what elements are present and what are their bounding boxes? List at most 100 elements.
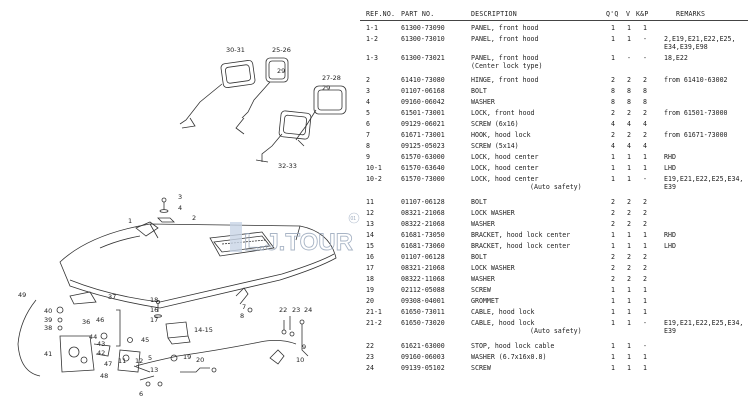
cell-v-qty: 2 — [627, 253, 631, 261]
cell-kp-qty: 1 — [643, 353, 647, 361]
cell-ref-no: 16 — [366, 253, 374, 261]
cell-part-no: 01107-06128 — [401, 198, 445, 206]
cell-description: PANEL, front hood — [471, 24, 539, 32]
cell-qty: 1 — [611, 308, 615, 316]
cell-remarks-cont: E39 — [664, 327, 676, 335]
cell-kp-qty: 1 — [643, 308, 647, 316]
header-divider — [360, 20, 748, 21]
cell-v-qty: 8 — [627, 87, 631, 95]
cell-description: LOCK, hood center — [471, 153, 539, 161]
cell-v-qty: 2 — [627, 109, 631, 117]
cell-v-qty: 2 — [627, 131, 631, 139]
callout-16: 16 — [150, 306, 158, 314]
callout-18: 18 — [150, 296, 158, 304]
cell-remarks: from 61671-73000 — [664, 131, 728, 139]
cell-v-qty: 1 — [627, 286, 631, 294]
cell-qty: 1 — [611, 342, 615, 350]
callout-13: 13 — [150, 366, 158, 374]
cell-description: WASHER — [471, 275, 495, 283]
cell-part-no: 61570-73000 — [401, 175, 445, 183]
callout-12: 12 — [135, 357, 143, 365]
mirror-center — [235, 57, 289, 135]
cell-qty: 2 — [611, 253, 615, 261]
cell-ref-no: 22 — [366, 342, 374, 350]
cell-remarks: LHD — [664, 164, 676, 172]
cell-description: WASHER — [471, 98, 495, 106]
cell-kp-qty: 2 — [643, 109, 647, 117]
cell-kp-qty: 1 — [643, 24, 647, 32]
cell-ref-no: 21-2 — [366, 319, 382, 327]
hinge-fastener-stack — [135, 197, 175, 237]
cell-part-no: 61410-73080 — [401, 76, 445, 84]
callout-42: 42 — [97, 349, 105, 357]
cell-part-no: 09160-06003 — [401, 353, 445, 361]
cell-part-no: 61300-73090 — [401, 24, 445, 32]
hood-lock-bracket — [154, 299, 191, 345]
cell-remarks: from 61410-63002 — [664, 76, 728, 84]
cell-description: PANEL, front hood — [471, 35, 539, 43]
cell-v-qty: 1 — [627, 308, 631, 316]
cell-qty: 4 — [611, 120, 615, 128]
cell-qty: 1 — [611, 153, 615, 161]
cell-remarks: LHD — [664, 242, 676, 250]
cell-description: LOCK, hood center — [471, 164, 539, 172]
cell-part-no: 61621-63000 — [401, 342, 445, 350]
cell-part-no: 08322-21068 — [401, 220, 445, 228]
cell-kp-qty: 2 — [643, 131, 647, 139]
cell-kp-qty: 4 — [643, 142, 647, 150]
exploded-parts-diagram: 30-31 25-26 29 27-28 29 32-33 3 4 2 1 49… — [17, 46, 347, 398]
cell-ref-no: 20 — [366, 297, 374, 305]
cell-remarks: E19,E21,E22,E25,E34, — [664, 319, 744, 327]
hood-hook-parts — [170, 287, 309, 373]
cell-part-no: 08321-21068 — [401, 209, 445, 217]
callout-3: 3 — [178, 193, 182, 201]
cell-description: BOLT — [471, 198, 487, 206]
cell-description: SCREW — [471, 286, 491, 294]
parts-table: REF.NO. PART NO. DESCRIPTION Q'Q V K&P R… — [360, 0, 750, 411]
cell-part-no: 61501-73001 — [401, 109, 445, 117]
callout-39: 39 — [44, 316, 52, 324]
cell-part-no: 61570-63640 — [401, 164, 445, 172]
cell-v-qty: 1 — [627, 242, 631, 250]
cell-kp-qty: 8 — [643, 98, 647, 106]
cell-qty: 1 — [611, 24, 615, 32]
cell-v-qty: 4 — [627, 142, 631, 150]
callout-14-15: 14-15 — [194, 326, 213, 334]
callout-44: 44 — [89, 333, 97, 341]
callout-45: 45 — [141, 336, 149, 344]
callout-7: 7 — [242, 303, 246, 311]
cell-ref-no: 7 — [366, 131, 370, 139]
cell-v-qty: 1 — [627, 353, 631, 361]
cell-part-no: 61300-73010 — [401, 35, 445, 43]
callout-6: 6 — [139, 390, 143, 398]
cell-description: WASHER — [471, 220, 495, 228]
cell-v-qty: 2 — [627, 264, 631, 272]
cell-description: SCREW — [471, 364, 491, 372]
cell-qty: 8 — [611, 87, 615, 95]
cell-qty: 1 — [611, 54, 615, 62]
callout-49: 49 — [18, 291, 26, 299]
cell-qty: 2 — [611, 264, 615, 272]
cell-qty: 4 — [611, 142, 615, 150]
cell-ref-no: 24 — [366, 364, 374, 372]
cell-kp-qty: 2 — [643, 76, 647, 84]
callout-11: 11 — [118, 357, 126, 365]
cell-description: CABLE, hood lock — [471, 319, 535, 327]
cell-description: LOCK WASHER — [471, 209, 515, 217]
cell-ref-no: 9 — [366, 153, 370, 161]
cell-description: PANEL, front hood — [471, 54, 539, 62]
cell-description: LOCK, front hood — [471, 109, 535, 117]
cell-qty: 1 — [611, 242, 615, 250]
cell-qty: 2 — [611, 198, 615, 206]
cell-ref-no: 4 — [366, 98, 370, 106]
